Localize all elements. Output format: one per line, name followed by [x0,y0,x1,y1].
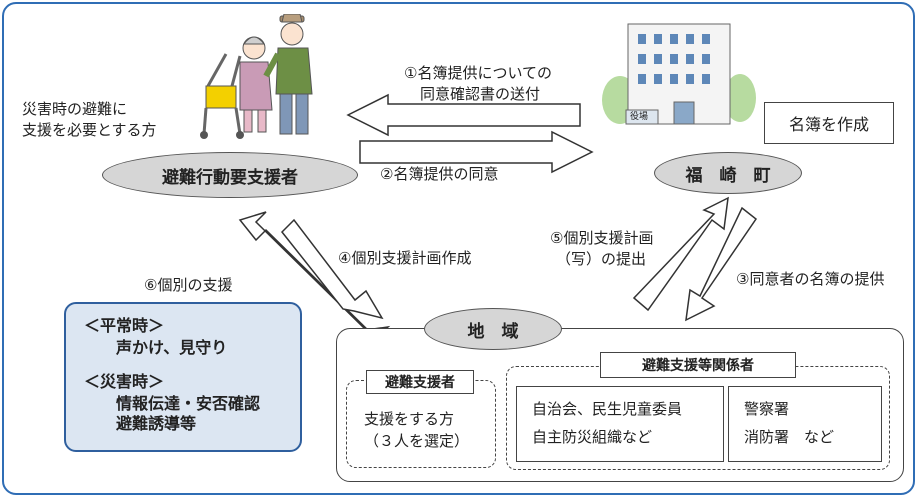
community-groups-box [516,386,724,462]
community-groups-line2: 自主防災組織など [532,428,653,446]
arrow-1-consent-request [346,93,581,137]
list-creation-box: 名簿を作成 [764,102,894,144]
people-ellipse: 避難行動要支援者 [102,152,358,198]
community-ellipse: 地 域 [424,308,562,350]
step1-label-line1: ①名簿提供についての [404,64,552,82]
walker-icon [200,53,244,139]
public-agencies-box [728,386,882,462]
list-creation-label: 名簿を作成 [788,115,869,134]
elderly-woman-icon [239,36,273,133]
arrow-3-list-provision [685,206,758,322]
town-hall-sign: 役場 [630,112,649,122]
town-ellipse: 福 崎 町 [654,152,802,194]
related-parties-title-tag: 避難支援等関係者 [600,352,796,378]
diagram-frame [2,2,915,495]
people-label: 避難行動要支援者 [162,167,298,188]
supporter-line1: 支援をする方 [364,410,455,428]
arrow-6-individual-support [280,218,384,320]
elderly-person-and-caregiver-illustration [200,14,313,139]
public-agencies-line2: 消防署 など [744,428,835,446]
step3-label: ③同意者の名簿の提供 [736,270,885,288]
step2-label: ②名簿提供の同意 [380,165,499,183]
step4-label: ④個別支援計画作成 [338,249,472,267]
disaster-time-item1: 情報伝達・安否確認 [116,394,261,413]
supporter-title-tag: 避難支援者 [366,370,474,394]
arrow-2-consent [359,130,594,174]
supporter-title: 避難支援者 [385,375,455,391]
people-description-line2: 支援を必要とする方 [22,121,157,139]
community-label: 地 域 [467,321,519,342]
support-details-box [64,302,302,452]
step6-label: ⑥個別の支援 [144,276,233,294]
town-label: 福 崎 町 [685,165,771,186]
disaster-time-title: ＜災害時＞ [84,372,165,391]
normal-time-item: 声かけ、見守り [116,338,228,357]
caregiver-man-icon [263,14,313,135]
step1-label-line2: 同意確認書の送付 [420,85,541,103]
town-hall-building-icon [602,23,756,125]
disaster-time-item2: 避難誘導等 [116,414,197,433]
related-parties-title: 避難支援等関係者 [642,358,754,374]
step5-label-line2: （写）の提出 [556,250,647,268]
arrow-5-plan-submission [632,196,729,312]
public-agencies-line1: 警察署 [744,400,790,418]
normal-time-title: ＜平常時＞ [84,316,165,335]
people-description-line1: 災害時の避難に [22,100,128,118]
supporter-line2: （３人を選定） [364,432,470,450]
town-hall-illustration [602,23,756,125]
community-groups-line1: 自治会、民生児童委員 [532,400,683,418]
step5-label-line1: ⑤個別支援計画 [550,229,654,247]
